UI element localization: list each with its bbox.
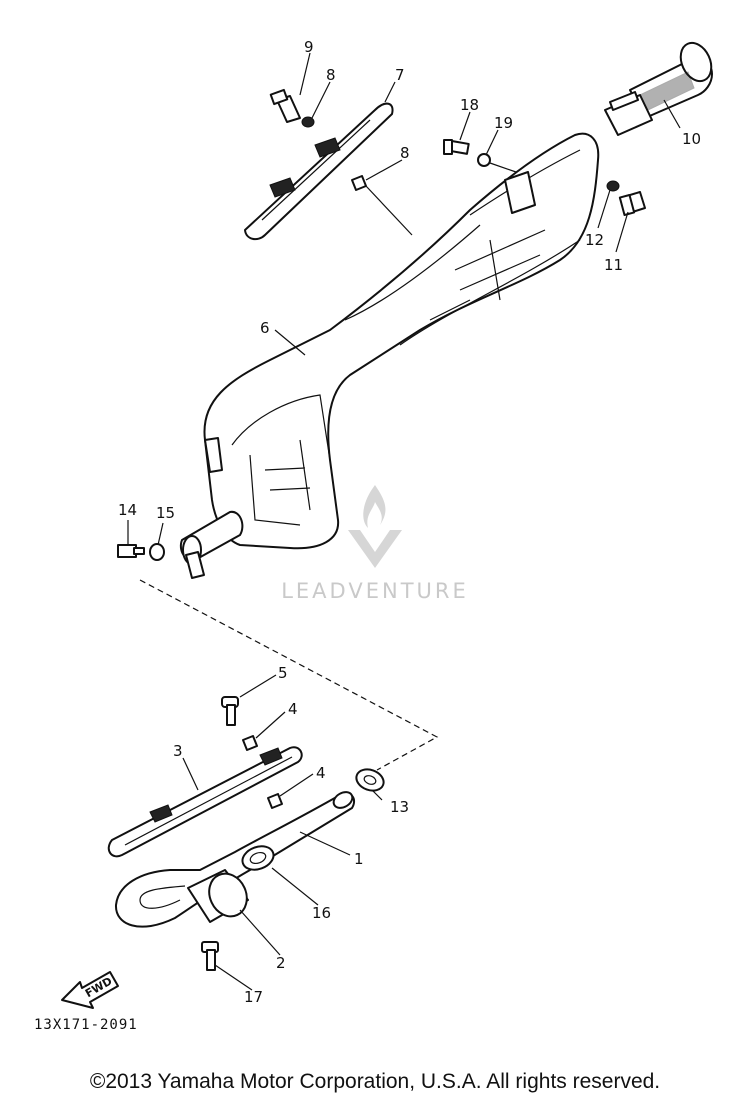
callout-4-lower: 4 [316, 764, 326, 782]
bolt-5[interactable] [221, 696, 239, 726]
collar-13[interactable] [353, 766, 386, 794]
bolt-11[interactable] [618, 191, 646, 216]
callout-17: 17 [244, 988, 263, 1006]
callout-15: 15 [156, 504, 175, 522]
washer-15[interactable] [149, 543, 165, 561]
callout-13: 13 [390, 798, 409, 816]
bolt-17[interactable] [201, 941, 219, 971]
callout-1: 1 [354, 850, 364, 868]
callout-9: 9 [304, 38, 314, 56]
callout-7: 7 [395, 66, 405, 84]
callout-3: 3 [173, 742, 183, 760]
washer-19[interactable] [477, 153, 491, 167]
callout-14: 14 [118, 501, 137, 519]
mount-line-8 [365, 185, 413, 236]
bolt-14[interactable] [117, 544, 145, 558]
fwd-arrow: FWD [61, 971, 119, 1009]
assembly-line [139, 579, 439, 771]
spark-arrester[interactable] [604, 38, 717, 136]
bolt-18[interactable] [443, 139, 470, 155]
muffler-inlet[interactable] [179, 510, 244, 579]
callout-10: 10 [682, 130, 701, 148]
mount-line-19 [489, 162, 517, 173]
leader-lines [127, 52, 681, 991]
bolt-9[interactable] [269, 88, 301, 123]
callout-16: 16 [312, 904, 331, 922]
callout-18: 18 [460, 96, 479, 114]
gasket-16[interactable] [239, 842, 277, 874]
watermark: LEADVENTURE [240, 480, 510, 603]
figure-code: 13X171-2091 [34, 1017, 138, 1033]
callout-8-mid: 8 [400, 144, 410, 162]
muffler[interactable] [203, 132, 600, 550]
callout-19: 19 [494, 114, 513, 132]
nut-4-lower[interactable] [267, 793, 283, 809]
exhaust-pipe[interactable] [114, 789, 356, 928]
callout-6: 6 [260, 319, 270, 337]
leadventure-logo-icon [348, 485, 402, 568]
callout-8-top: 8 [326, 66, 336, 84]
callout-11: 11 [604, 256, 623, 274]
nut-4-upper[interactable] [242, 735, 258, 751]
nut-8-mid[interactable] [351, 175, 367, 191]
callout-4-upper: 4 [288, 700, 298, 718]
exhaust-flange[interactable] [187, 867, 254, 923]
callout-5: 5 [278, 664, 288, 682]
washer-8-upper[interactable] [301, 116, 315, 128]
washer-12[interactable] [606, 180, 620, 192]
copyright-notice: ©2013 Yamaha Motor Corporation, U.S.A. A… [89, 1070, 661, 1093]
watermark-text: LEADVENTURE [281, 579, 469, 603]
callout-12: 12 [585, 231, 604, 249]
callout-2: 2 [276, 954, 286, 972]
upper-bracket[interactable] [244, 102, 394, 241]
lower-bracket[interactable] [107, 746, 303, 858]
